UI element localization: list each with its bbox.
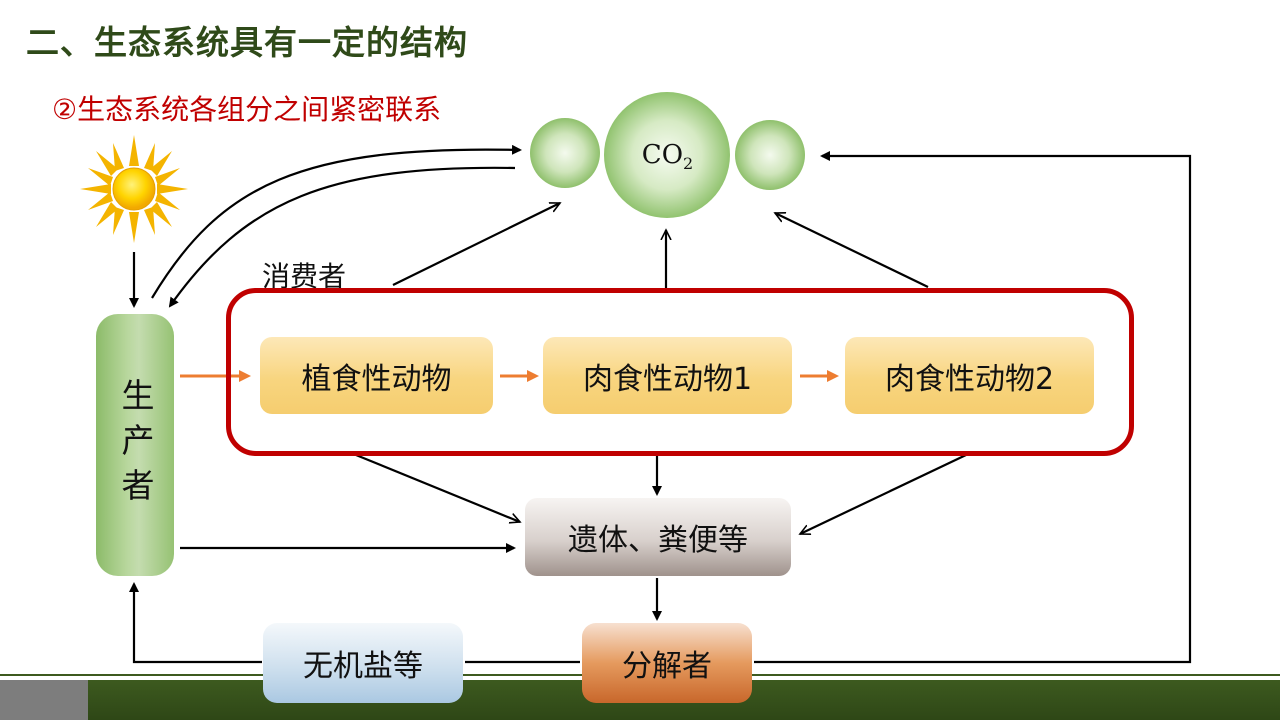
carnivore1-box: 肉食性动物1 — [543, 337, 792, 414]
remains-box: 遗体、粪便等 — [525, 498, 791, 576]
page-title: 二、生态系统具有一定的结构 — [26, 23, 468, 62]
co2-main-circle — [604, 92, 730, 218]
arrow-carnivore2-remains — [800, 454, 967, 534]
co2-cluster — [530, 92, 805, 218]
footer-grey-block — [0, 680, 88, 720]
herbivore-box: 植食性动物 — [260, 337, 493, 414]
arrow-co2-producer — [168, 166, 516, 308]
consumer-group-label: 消费者 — [262, 260, 347, 293]
producer-box: 生产者 — [96, 314, 174, 576]
co2-left-circle — [530, 118, 600, 188]
arrow-minerals-producer — [129, 582, 262, 664]
co2-label: CO2 — [641, 140, 694, 174]
consumer-group-frame — [226, 288, 1134, 456]
co2-right-circle — [735, 120, 805, 190]
arrow-herbivore-co2 — [392, 202, 560, 286]
decomposer-box: 分解者 — [582, 623, 752, 703]
arrow-herbivore-remains — [355, 453, 520, 522]
page-subtitle: ②生态系统各组分之间紧密联系 — [52, 93, 442, 126]
arrow-decomposer-co2 — [754, 151, 1192, 664]
producer-label: 生产者 — [116, 377, 155, 513]
minerals-box: 无机盐等 — [263, 623, 463, 703]
arrow-carnivore2-co2 — [775, 212, 929, 288]
sun-icon — [80, 135, 188, 243]
arrow-producer-co2 — [151, 144, 522, 299]
carnivore2-box: 肉食性动物2 — [845, 337, 1094, 414]
